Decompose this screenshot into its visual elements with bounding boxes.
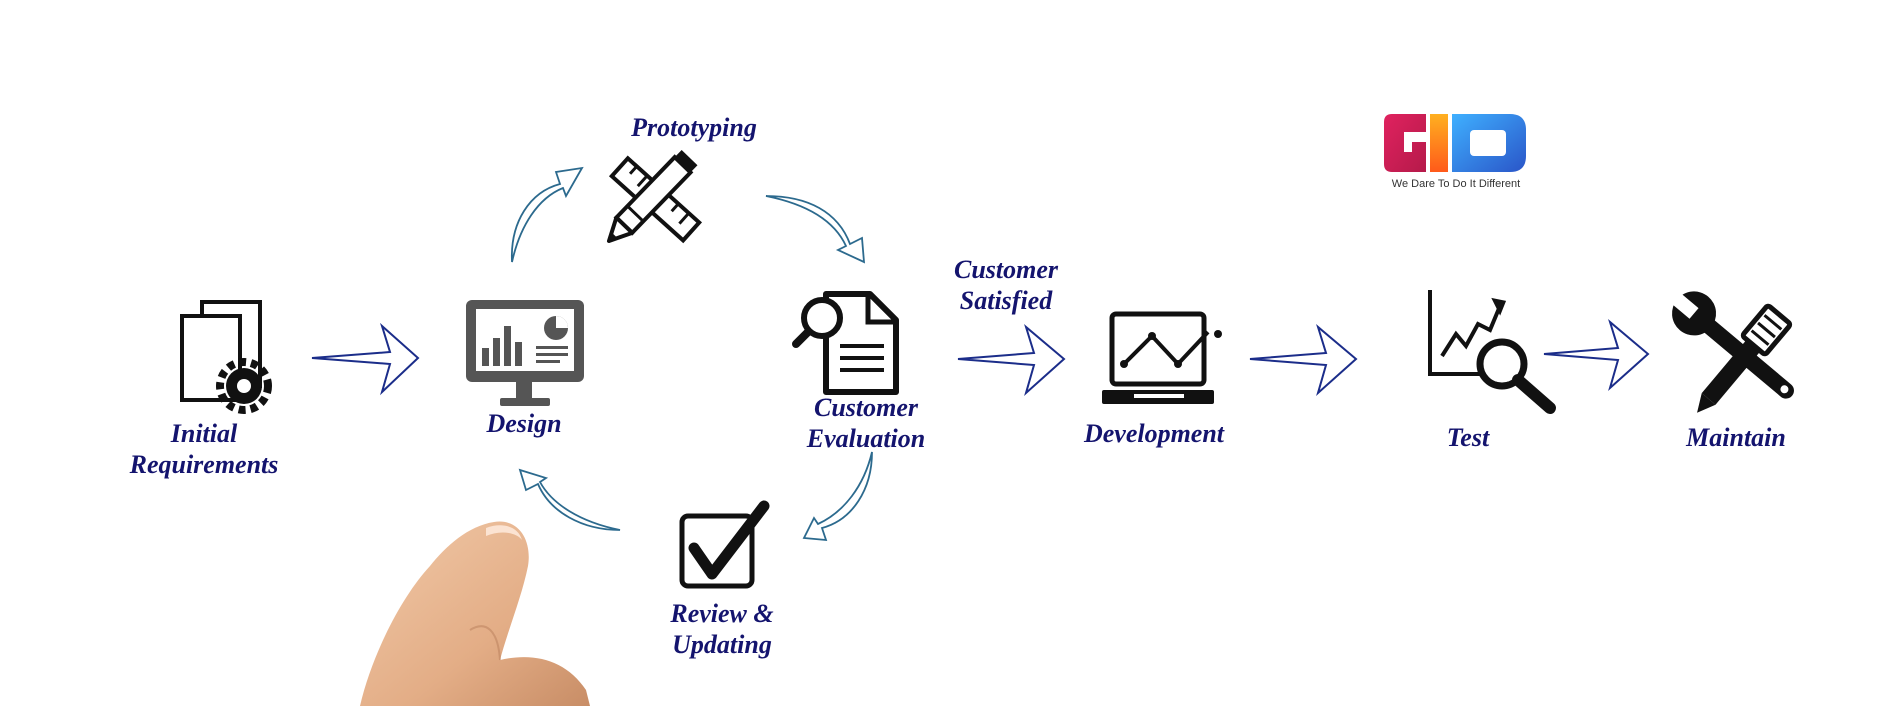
curved-arrow-prototyping-to-evaluation: [765, 195, 866, 264]
customer-satisfied-line2: Satisfied: [959, 286, 1053, 315]
step-customer-evaluation: Customer Evaluation: [807, 392, 925, 454]
step-design: Design: [486, 408, 561, 439]
laptop-line-chart-icon: [1102, 311, 1222, 404]
curved-arrow-evaluation-to-review: [802, 451, 873, 542]
maintain-label: Maintain: [1686, 423, 1786, 452]
straight-arrow-2: [957, 324, 1066, 397]
review-updating-line2: Updating: [672, 630, 772, 659]
customer-evaluation-line2: Evaluation: [806, 424, 926, 453]
step-initial-requirements: Initial Requirements: [130, 418, 279, 480]
pencil-ruler-icon: [606, 149, 703, 244]
development-label: Development: [1083, 419, 1225, 448]
design-label: Design: [486, 409, 562, 438]
wrench-screwdriver-icon: [1668, 290, 1794, 413]
curved-arrow-review-to-design: [518, 468, 621, 531]
step-prototyping: Prototyping: [631, 112, 757, 143]
customer-evaluation-line1: Customer: [813, 393, 919, 422]
chart-magnifier-icon: [1428, 290, 1556, 414]
step-customer-satisfied: Customer Satisfied: [954, 254, 1058, 316]
curved-arrow-design-to-prototyping: [511, 166, 584, 263]
finger-icon: [360, 521, 590, 706]
straight-arrow-4: [1543, 319, 1650, 392]
document-magnifier-icon: [792, 291, 899, 395]
initial-requirements-line1: Initial: [170, 419, 238, 448]
straight-arrow-1: [311, 322, 420, 396]
step-test: Test: [1447, 422, 1489, 453]
customer-satisfied-line1: Customer: [953, 255, 1059, 284]
step-review-updating: Review & Updating: [670, 598, 773, 660]
monitor-chart-icon: [466, 300, 584, 406]
straight-arrow-3: [1249, 324, 1358, 397]
prototyping-label: Prototyping: [631, 113, 757, 142]
step-maintain: Maintain: [1686, 422, 1786, 453]
documents-gear-icon: [180, 300, 272, 414]
gid-logo: [1384, 114, 1526, 172]
initial-requirements-line2: Requirements: [129, 450, 279, 479]
checkbox-icon: [679, 500, 770, 589]
review-updating-line1: Review &: [670, 599, 774, 628]
step-development: Development: [1084, 418, 1224, 449]
logo-tagline: We Dare To Do It Different: [1391, 178, 1521, 190]
test-label: Test: [1446, 423, 1490, 452]
